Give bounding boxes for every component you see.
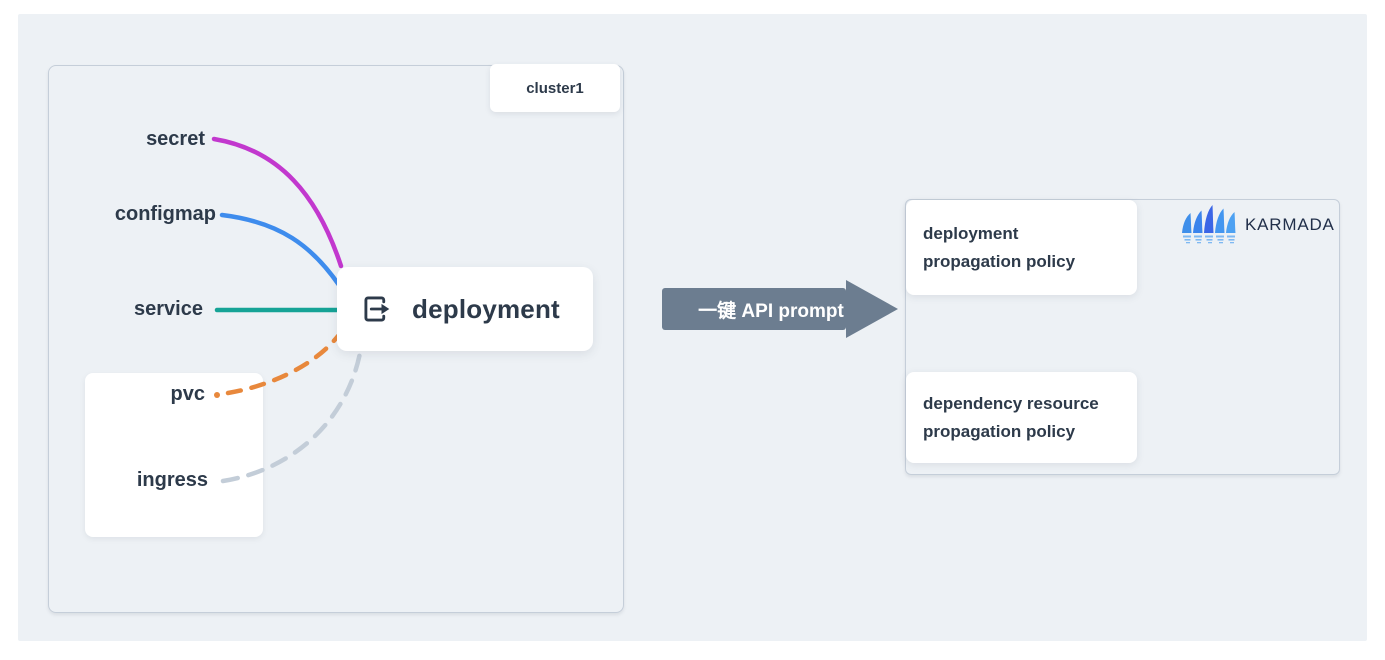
deployment-node-label: deployment xyxy=(412,293,560,324)
resource-label-ingress: ingress xyxy=(136,469,208,491)
dependency-propagation-policy-card: dependency resource propagation policy xyxy=(906,372,1137,463)
api-prompt-arrow: 一键 API prompt xyxy=(662,280,898,338)
arrow-head-icon xyxy=(846,280,898,338)
resource-label-secret: secret xyxy=(146,128,205,150)
resource-label-pvc: pvc xyxy=(170,383,205,405)
card-line: propagation policy xyxy=(923,251,1076,271)
resource-label-service: service xyxy=(134,298,203,320)
deployment-propagation-policy-card: deployment propagation policy xyxy=(906,200,1137,295)
karmada-logo: KARMADA xyxy=(1181,204,1335,246)
arrow-body xyxy=(662,288,846,330)
deployment-node: deployment xyxy=(337,267,593,351)
card-line: deployment xyxy=(923,223,1019,243)
cluster-panel xyxy=(48,65,624,613)
karmada-logo-text: KARMADA xyxy=(1245,215,1335,234)
card-line: dependency resource xyxy=(923,393,1099,413)
resource-label-configmap: configmap xyxy=(114,203,216,225)
karmada-sails-icon xyxy=(1182,205,1236,244)
karmada-panel xyxy=(905,199,1340,475)
cluster-name: cluster1 xyxy=(526,79,584,97)
arrow-label: 一键 API prompt xyxy=(698,300,844,322)
cluster-name-badge: cluster1 xyxy=(490,64,620,112)
export-arrow-icon xyxy=(364,296,390,322)
card-line: propagation policy xyxy=(923,421,1076,441)
